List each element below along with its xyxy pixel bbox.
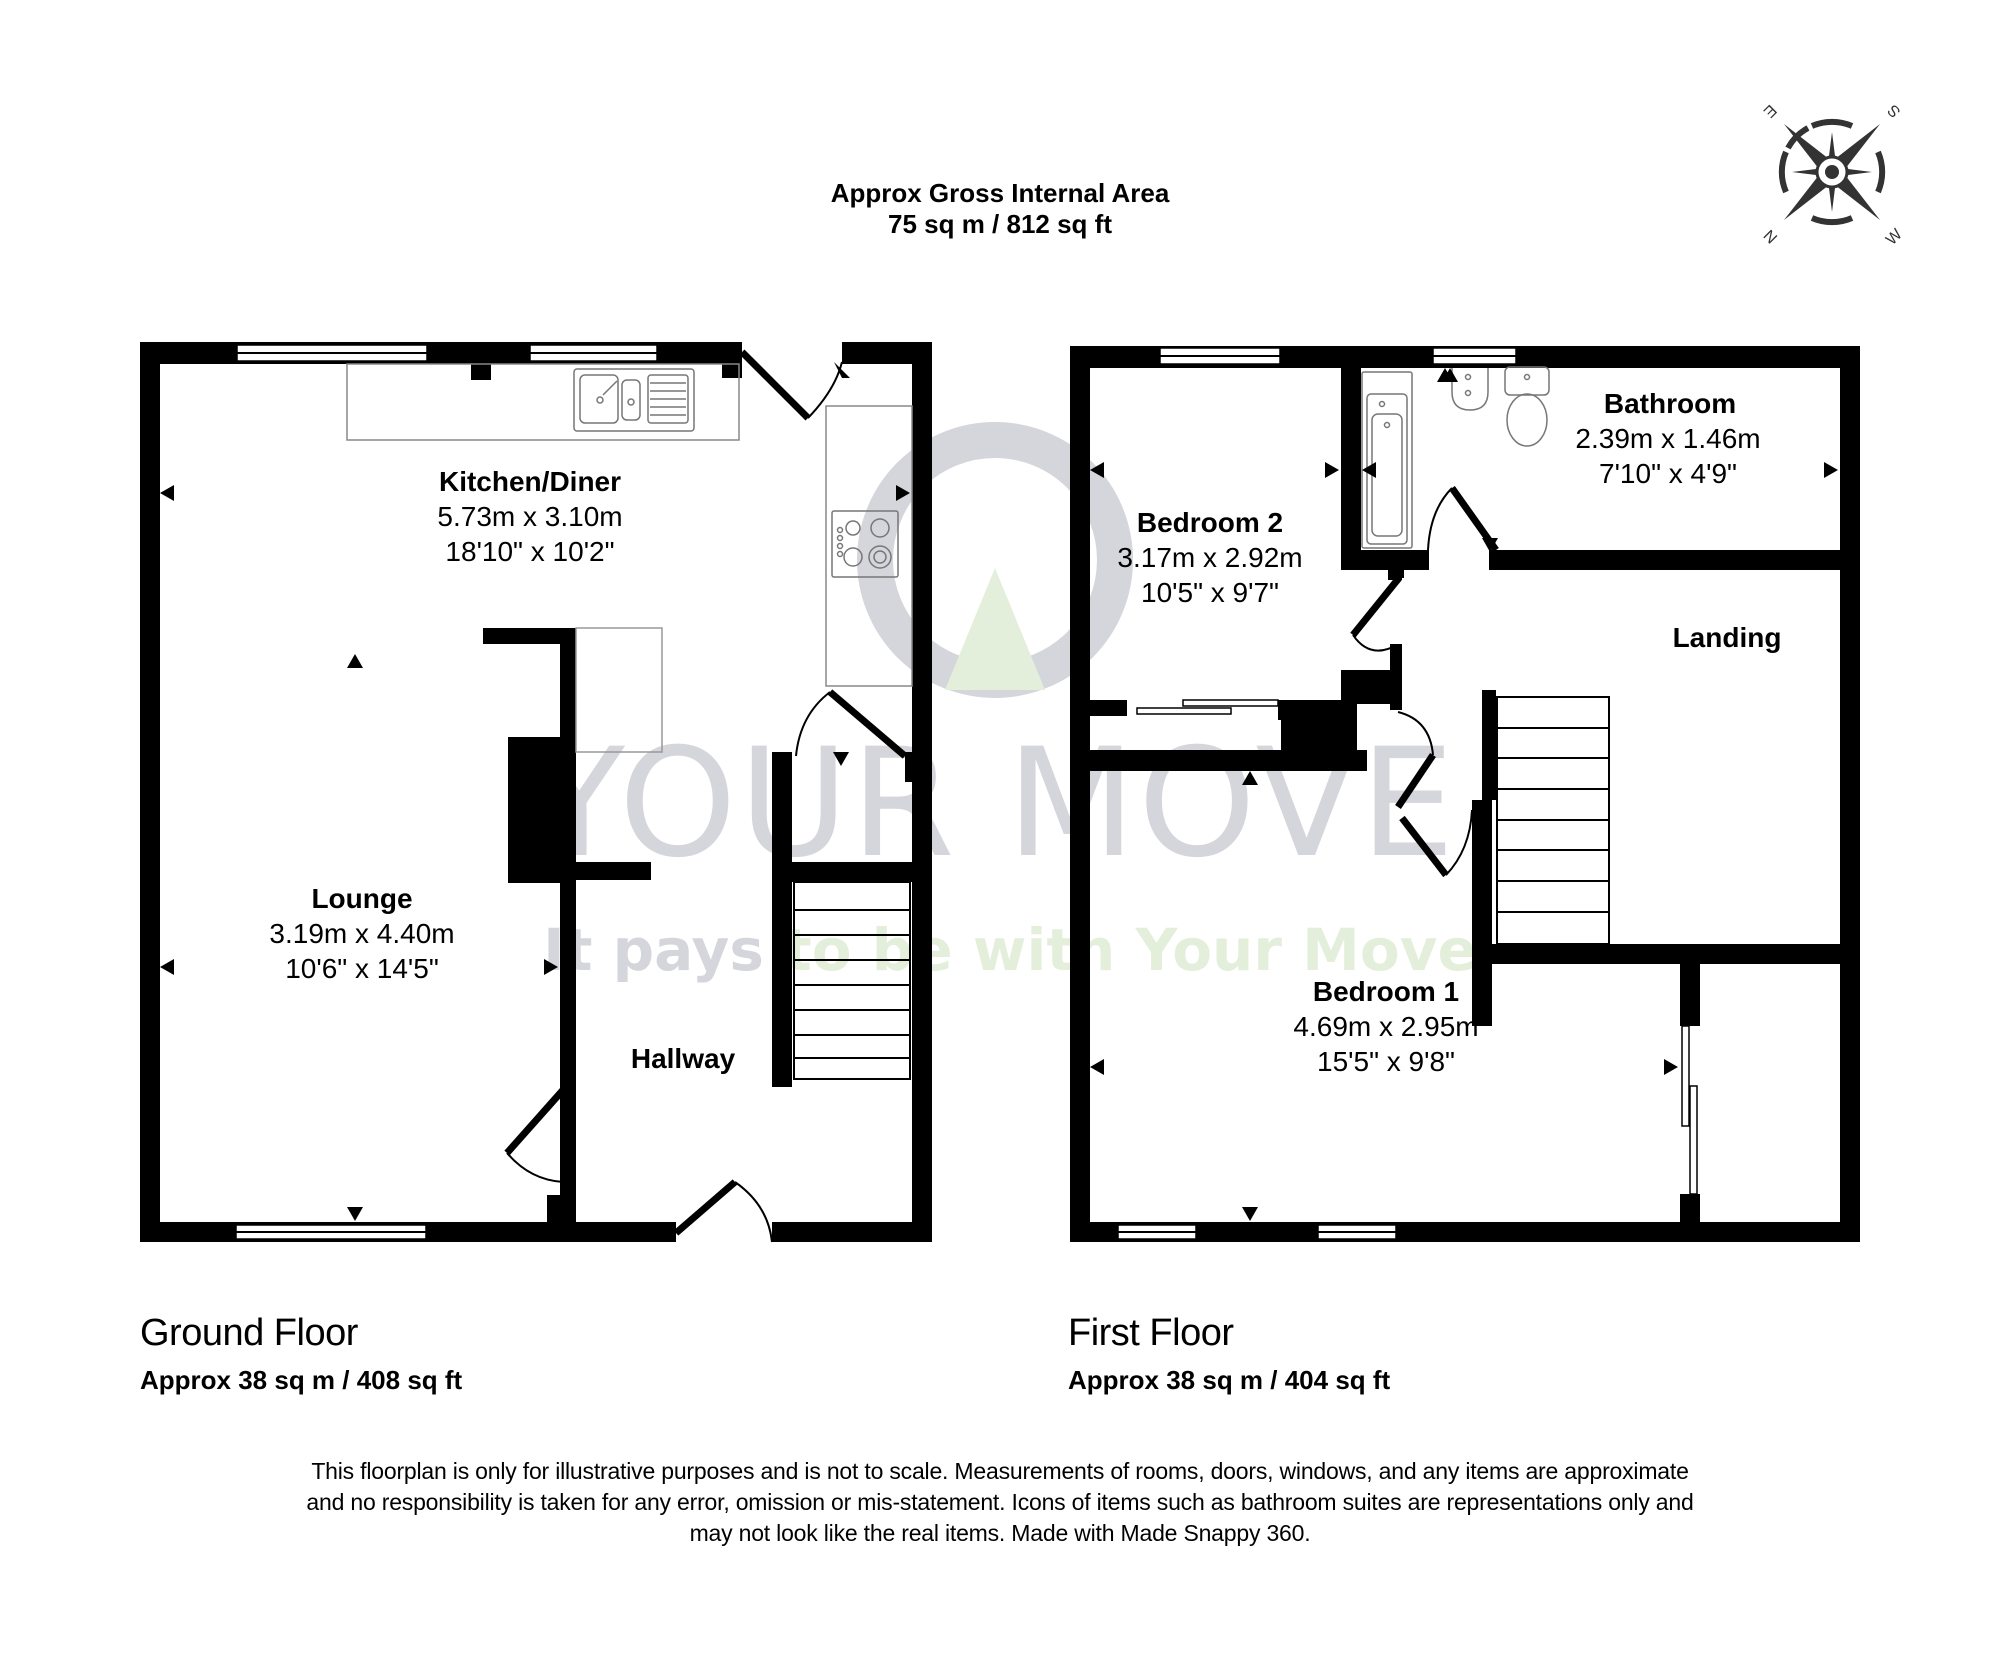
room-metric: 3.19m x 4.40m [269, 918, 454, 949]
room-imperial: 7'10" x 4'9" [1599, 458, 1737, 489]
staircase [1496, 696, 1610, 945]
room-name: Kitchen/Diner [439, 466, 621, 497]
sliding-wardrobe-door [1136, 699, 1279, 715]
sink-icon [573, 368, 695, 432]
disclaimer-line: may not look like the real items. Made w… [689, 1520, 1311, 1546]
room-landing: Landing [1673, 622, 1782, 653]
kitchen-worktop [825, 405, 913, 687]
room-name: Bedroom 2 [1137, 507, 1283, 538]
hob-icon [831, 510, 899, 578]
floor-area: Approx 38 sq m / 404 sq ft [1068, 1365, 1391, 1395]
compass-rose-icon: E S N W [1760, 101, 1907, 249]
door [1350, 575, 1402, 652]
floor-name: First Floor [1068, 1312, 1234, 1354]
floor-name: Ground Floor [140, 1312, 358, 1354]
window [1432, 347, 1517, 365]
first-floor-plan: Bedroom 2 3.17m x 2.92m 10'5" x 9'7" Bat… [1070, 346, 1860, 1242]
first-floor-caption: First Floor Approx 38 sq m / 404 sq ft [1068, 1312, 1390, 1396]
room-kitchen-diner: Kitchen/Diner 5.73m x 3.10m 18'10" x 10'… [437, 466, 622, 567]
compass-label-east: E [1760, 101, 1780, 121]
room-metric: 4.69m x 2.95m [1293, 1011, 1478, 1042]
room-imperial: 15'5" x 9'8" [1317, 1046, 1455, 1077]
room-name: Lounge [311, 883, 412, 914]
window [236, 344, 428, 362]
door [1395, 711, 1436, 809]
bath-icon [1361, 371, 1413, 549]
room-imperial: 10'6" x 14'5" [285, 953, 439, 984]
room-lounge: Lounge 3.19m x 4.40m 10'6" x 14'5" [269, 883, 454, 984]
disclaimer-line: This floorplan is only for illustrative … [311, 1458, 1689, 1484]
room-metric: 3.17m x 2.92m [1117, 542, 1302, 573]
sliding-wardrobe-door [1681, 1025, 1698, 1195]
floor-area: Approx 38 sq m / 408 sq ft [140, 1365, 463, 1395]
kitchen-worktop [346, 363, 740, 441]
window [529, 344, 658, 362]
ground-floor-plan: Kitchen/Diner 5.73m x 3.10m 18'10" x 10'… [140, 342, 932, 1243]
watermark: YOUR MOVE It pays to be with Your Move [532, 422, 1477, 984]
room-bedroom-1: Bedroom 1 4.69m x 2.95m 15'5" x 9'8" [1293, 976, 1478, 1077]
compass-label-north: N [1760, 227, 1780, 247]
door [739, 349, 850, 421]
room-metric: 5.73m x 3.10m [437, 501, 622, 532]
room-hallway: Hallway [631, 1043, 736, 1074]
room-imperial: 18'10" x 10'2" [445, 536, 614, 567]
gross-internal-area-header: Approx Gross Internal Area 75 sq m / 812… [0, 178, 2000, 240]
room-name: Landing [1673, 622, 1782, 653]
fridge-unit [575, 627, 663, 753]
door [504, 1087, 566, 1183]
disclaimer-line: and no responsibility is taken for any e… [306, 1489, 1694, 1515]
door [1399, 809, 1473, 878]
basin-icon [1451, 368, 1489, 411]
compass-label-west: W [1883, 225, 1906, 248]
staircase [793, 881, 911, 1080]
watermark-tagline: It pays to be with Your Move [543, 916, 1477, 984]
header-total-area: 75 sq m / 812 sq ft [888, 209, 1112, 239]
toilet-icon [1504, 366, 1550, 447]
header-title: Approx Gross Internal Area [830, 178, 1170, 208]
door [795, 689, 908, 759]
room-name: Bathroom [1604, 388, 1736, 419]
watermark-logo-triangle [945, 568, 1045, 690]
room-name: Hallway [631, 1043, 736, 1074]
door [673, 1179, 773, 1243]
measurement-arrows [1090, 368, 1838, 1221]
room-metric: 2.39m x 1.46m [1575, 423, 1760, 454]
window [1159, 347, 1281, 365]
disclaimer: This floorplan is only for illustrative … [180, 1456, 1820, 1549]
chimney-breast [508, 737, 560, 883]
room-imperial: 10'5" x 9'7" [1141, 577, 1279, 608]
room-name: Bedroom 1 [1313, 976, 1459, 1007]
window [1317, 1224, 1397, 1240]
room-bedroom-2: Bedroom 2 3.17m x 2.92m 10'5" x 9'7" [1117, 507, 1302, 608]
room-bathroom: Bathroom 2.39m x 1.46m 7'10" x 4'9" [1575, 388, 1760, 489]
measurement-arrows [160, 485, 910, 1221]
ground-floor-caption: Ground Floor Approx 38 sq m / 408 sq ft [140, 1312, 462, 1396]
compass-label-south: S [1885, 101, 1905, 121]
window [235, 1224, 427, 1240]
window [1117, 1224, 1197, 1240]
